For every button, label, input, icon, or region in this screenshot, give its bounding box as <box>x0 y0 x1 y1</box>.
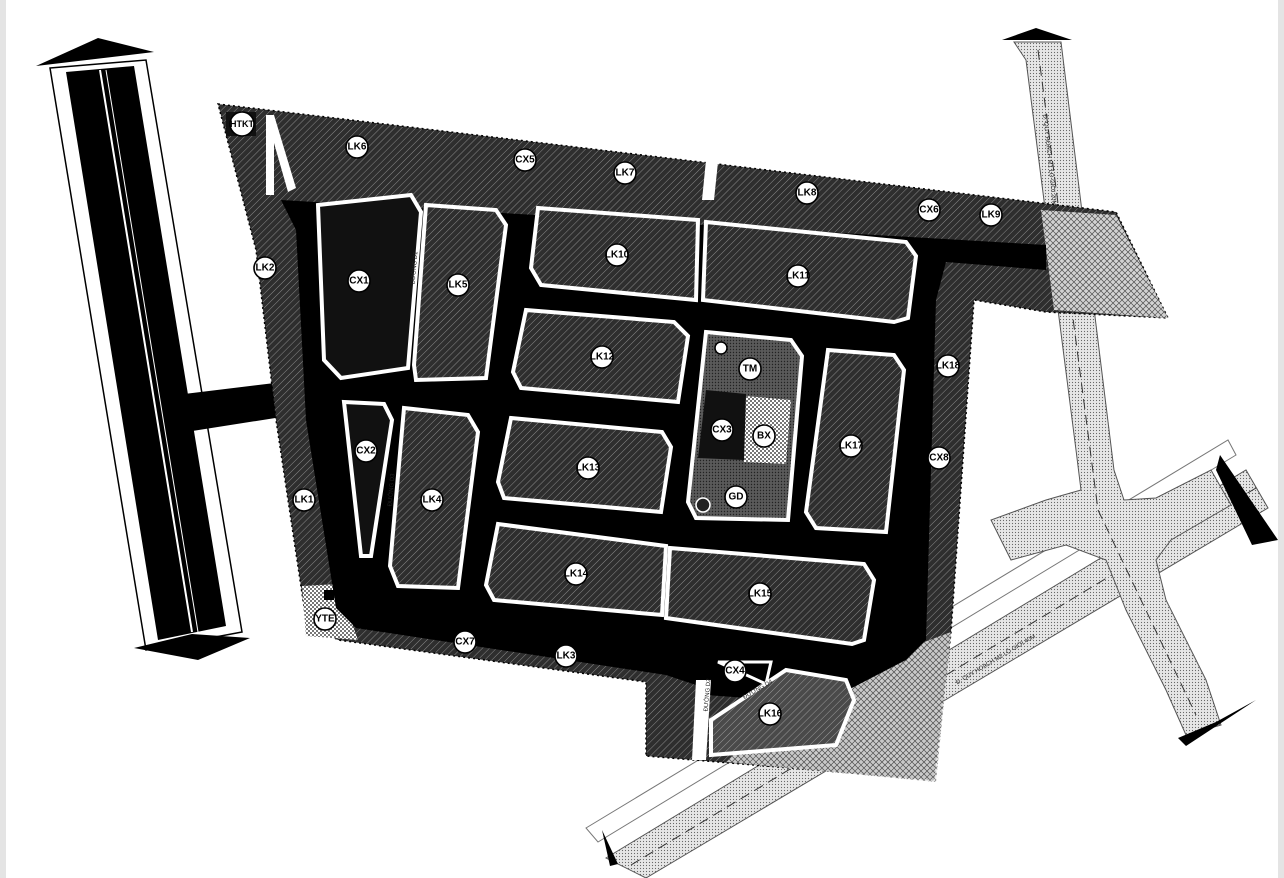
svg-text:CX6: CX6 <box>919 205 939 216</box>
svg-text:LK1: LK1 <box>295 495 314 506</box>
label-cx7: CX7 <box>453 630 477 654</box>
svg-text:YTE: YTE <box>315 614 335 625</box>
road-name-d1: ĐƯỜNG D1 <box>410 251 420 285</box>
site-plan-svg: ĐƯỜNG D1 ĐƯỜNG D3 ĐƯỜNG D2 ĐƯỜNG D4 Đ. Q… <box>36 28 1278 878</box>
label-gd: GD <box>724 485 748 509</box>
svg-text:LK14: LK14 <box>564 569 589 580</box>
svg-text:LK8: LK8 <box>798 188 817 199</box>
svg-text:LK3: LK3 <box>557 651 576 662</box>
label-lk11: LK11 <box>786 264 810 288</box>
label-lk3: LK3 <box>554 644 578 668</box>
label-lk17: LK17 <box>839 434 864 458</box>
svg-text:LK9: LK9 <box>982 210 1001 221</box>
label-lk2: LK2 <box>253 256 277 280</box>
svg-text:LK13: LK13 <box>576 463 601 474</box>
label-cx6: CX6 <box>917 198 941 222</box>
yte-icon <box>324 590 334 600</box>
svg-text:CX8: CX8 <box>929 453 949 464</box>
label-cx5: CX5 <box>513 148 537 172</box>
svg-text:TM: TM <box>743 364 757 375</box>
svg-text:LK10: LK10 <box>605 250 630 261</box>
svg-text:LK17: LK17 <box>839 441 864 452</box>
svg-text:LK2: LK2 <box>256 263 275 274</box>
svg-text:LK11: LK11 <box>786 271 810 282</box>
svg-text:CX5: CX5 <box>515 155 535 166</box>
label-lk12: LK12 <box>590 345 615 369</box>
svg-text:LK15: LK15 <box>748 589 773 600</box>
label-lk6: LK6 <box>345 135 369 159</box>
building-icon-gd <box>695 497 711 513</box>
label-htkt: HTKT <box>229 111 255 137</box>
svg-text:CX3: CX3 <box>712 425 732 436</box>
label-lk18: LK18 <box>936 354 961 378</box>
label-lk10: LK10 <box>605 243 630 267</box>
road-name-d2: ĐƯỜNG D2 <box>703 678 713 712</box>
west-highway <box>36 38 250 660</box>
label-lk1: LK1 <box>292 488 316 512</box>
svg-text:LK7: LK7 <box>616 168 635 179</box>
svg-text:CX4: CX4 <box>725 666 745 677</box>
crosshatch-ne <box>1041 210 1168 318</box>
label-cx3: CX3 <box>710 418 734 442</box>
label-lk5: LK5 <box>446 273 470 297</box>
svg-text:LK4: LK4 <box>423 495 442 506</box>
label-cx4: CX4 <box>723 659 747 683</box>
label-lk13: LK13 <box>576 456 601 480</box>
label-lk14: LK14 <box>564 562 589 586</box>
label-cx2: CX2 <box>354 439 378 463</box>
svg-text:LK16: LK16 <box>758 709 783 720</box>
lot-labels: HTKT LK6 CX5 LK7 LK8 CX6 LK9 LK2 CX1 LK5… <box>229 111 1003 726</box>
label-lk4: LK4 <box>420 488 444 512</box>
label-yte: YTE <box>313 607 337 631</box>
svg-text:BX: BX <box>757 431 771 442</box>
svg-text:LK12: LK12 <box>590 352 615 363</box>
label-bx: BX <box>752 424 776 448</box>
svg-text:LK5: LK5 <box>449 280 468 291</box>
label-lk7: LK7 <box>613 161 637 185</box>
label-tm: TM <box>738 357 762 381</box>
svg-text:GD: GD <box>729 492 744 503</box>
svg-text:LK6: LK6 <box>348 142 367 153</box>
label-cx8: CX8 <box>927 446 951 470</box>
svg-text:CX2: CX2 <box>356 446 376 457</box>
building-icon-tm <box>714 341 728 355</box>
svg-text:LK18: LK18 <box>936 361 961 372</box>
label-lk16: LK16 <box>758 702 783 726</box>
road-name-d3: ĐƯỜNG D3 <box>387 473 397 507</box>
label-lk15: LK15 <box>748 582 773 606</box>
svg-text:HTKT: HTKT <box>230 119 254 129</box>
svg-text:CX1: CX1 <box>349 276 369 287</box>
label-cx1: CX1 <box>347 269 371 293</box>
svg-text:CX7: CX7 <box>455 637 475 648</box>
label-lk9: LK9 <box>979 203 1003 227</box>
label-lk8: LK8 <box>795 181 819 205</box>
